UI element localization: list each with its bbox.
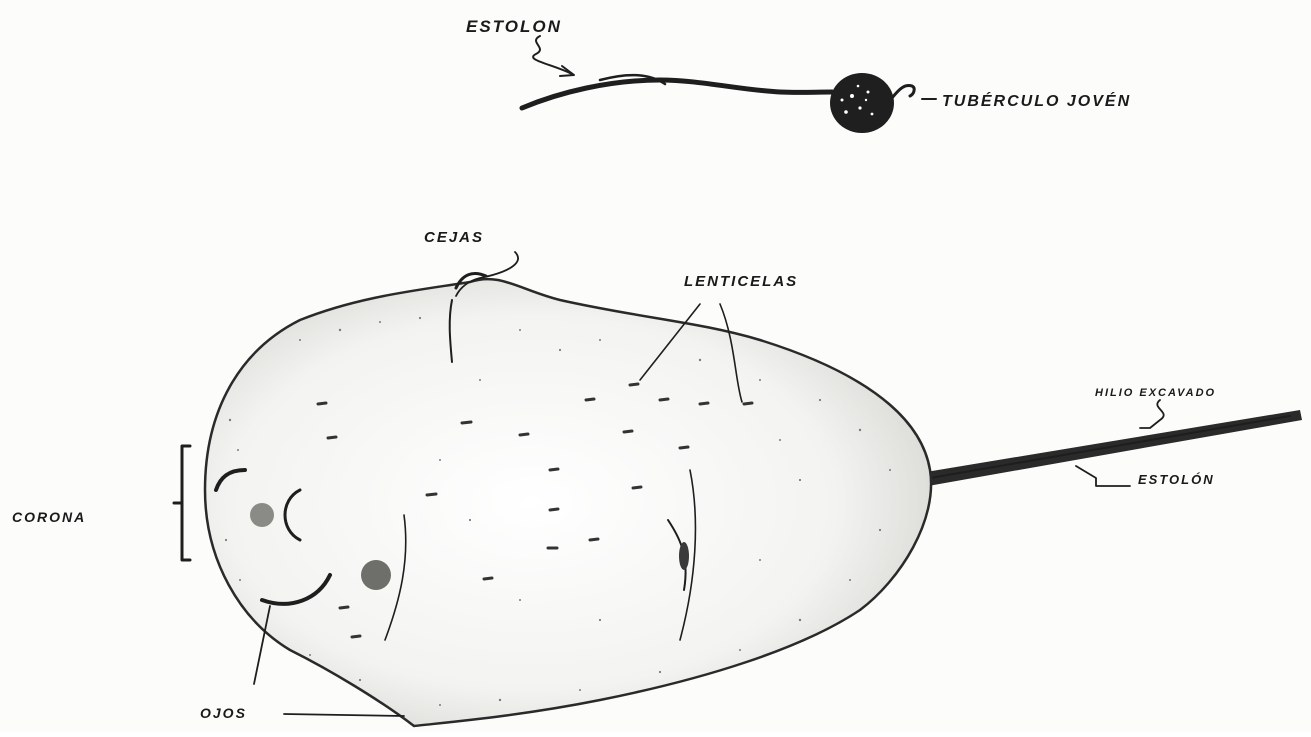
tuber-body (205, 279, 931, 726)
stolon-top (522, 80, 832, 108)
label-ojos: OJOS (200, 705, 247, 721)
young-tuber-sketch (522, 36, 936, 133)
label-estolon-right: ESTOLÓN (1138, 472, 1215, 487)
corona-bracket (174, 446, 190, 560)
label-tuberculo-joven: TUBÉRCULO JOVÉN (942, 91, 1131, 110)
label-lenticelas: LENTICELAS (684, 273, 798, 290)
stolon-right (926, 410, 1302, 486)
label-estolon-top: ESTOLON (466, 17, 562, 36)
estolon-right-leader (1076, 466, 1130, 486)
ojos-leader-1 (284, 714, 404, 716)
label-cejas: CEJAS (424, 229, 484, 246)
young-tuber (830, 73, 894, 133)
lateral-eye (361, 560, 391, 590)
label-hilio: HILIO EXCAVADO (1095, 387, 1216, 399)
main-tuber (205, 273, 1302, 726)
hilio-leader (1140, 400, 1164, 428)
label-corona: CORONA (12, 509, 86, 525)
